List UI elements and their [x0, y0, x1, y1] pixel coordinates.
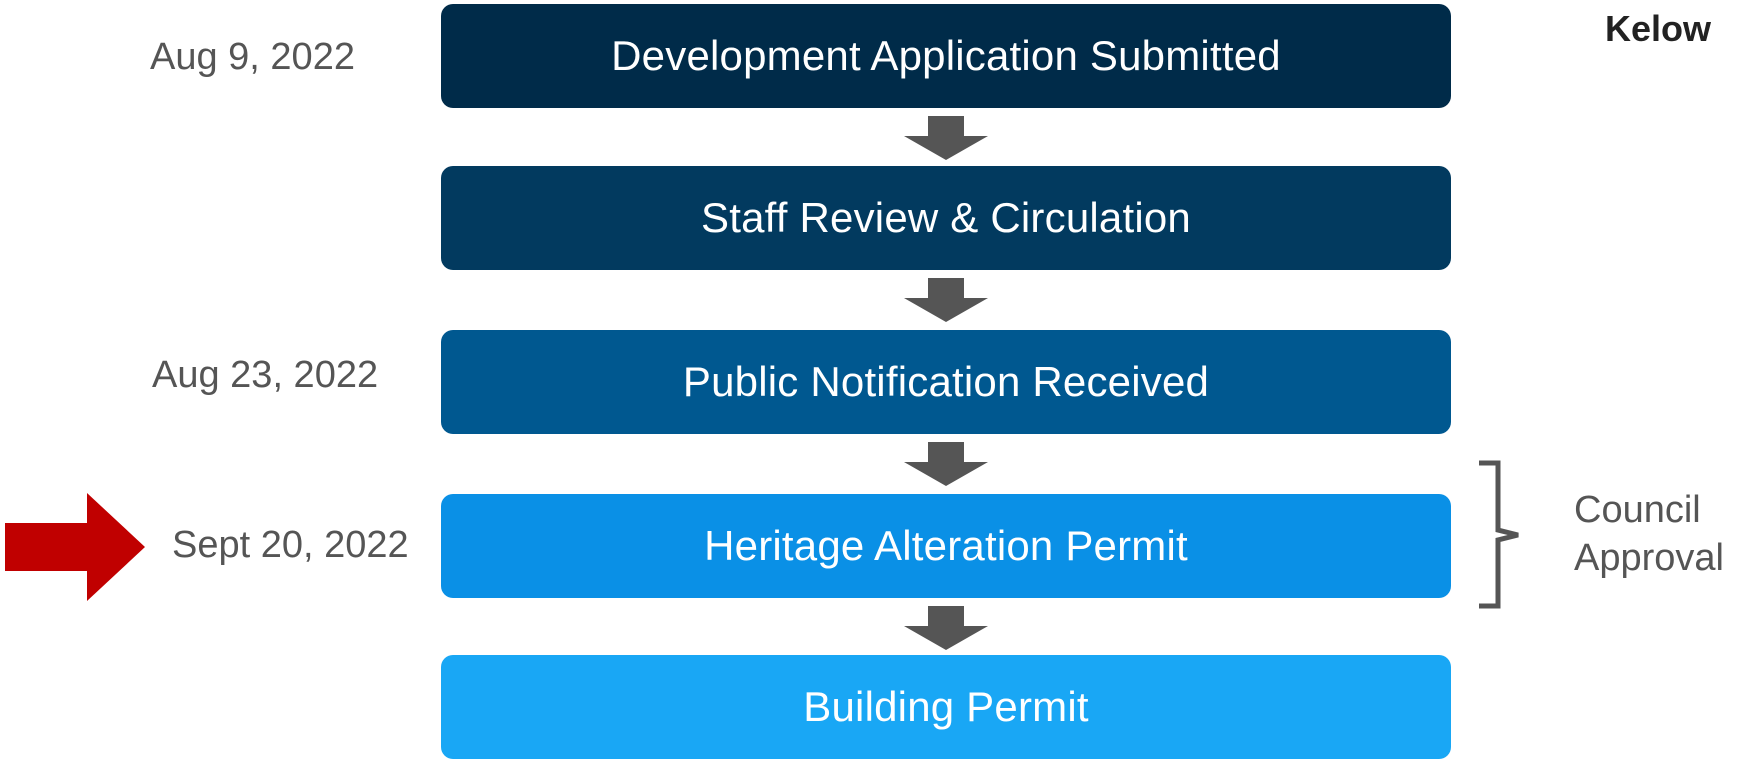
- step-label: Heritage Alteration Permit: [704, 522, 1188, 569]
- step-development-application: Development Application Submitted: [441, 4, 1451, 108]
- step-building-permit: Building Permit: [441, 655, 1451, 759]
- date-development-application: Aug 9, 2022: [150, 36, 355, 78]
- step-label: Building Permit: [803, 683, 1089, 730]
- date-heritage-alteration: Sept 20, 2022: [172, 524, 409, 566]
- down-arrow-icon: [904, 442, 988, 486]
- down-arrow-icon: [904, 278, 988, 322]
- down-arrow-icon: [904, 116, 988, 160]
- council-approval-line1: Council: [1574, 489, 1701, 531]
- right-arrow-icon: [5, 493, 145, 601]
- council-approval-line2: Approval: [1574, 537, 1724, 579]
- down-arrow-icon: [904, 606, 988, 650]
- brand-name: Kelow: [1605, 8, 1712, 49]
- date-public-notification: Aug 23, 2022: [152, 354, 379, 396]
- step-public-notification: Public Notification Received: [441, 330, 1451, 434]
- step-heritage-alteration-permit: Heritage Alteration Permit: [441, 494, 1451, 598]
- step-label: Staff Review & Circulation: [701, 194, 1191, 241]
- right-bracket-icon: [1479, 460, 1519, 609]
- step-staff-review: Staff Review & Circulation: [441, 166, 1451, 270]
- step-label: Public Notification Received: [682, 358, 1210, 405]
- council-approval-label: Council Approval: [1574, 486, 1724, 582]
- step-label: Development Application Submitted: [611, 32, 1281, 79]
